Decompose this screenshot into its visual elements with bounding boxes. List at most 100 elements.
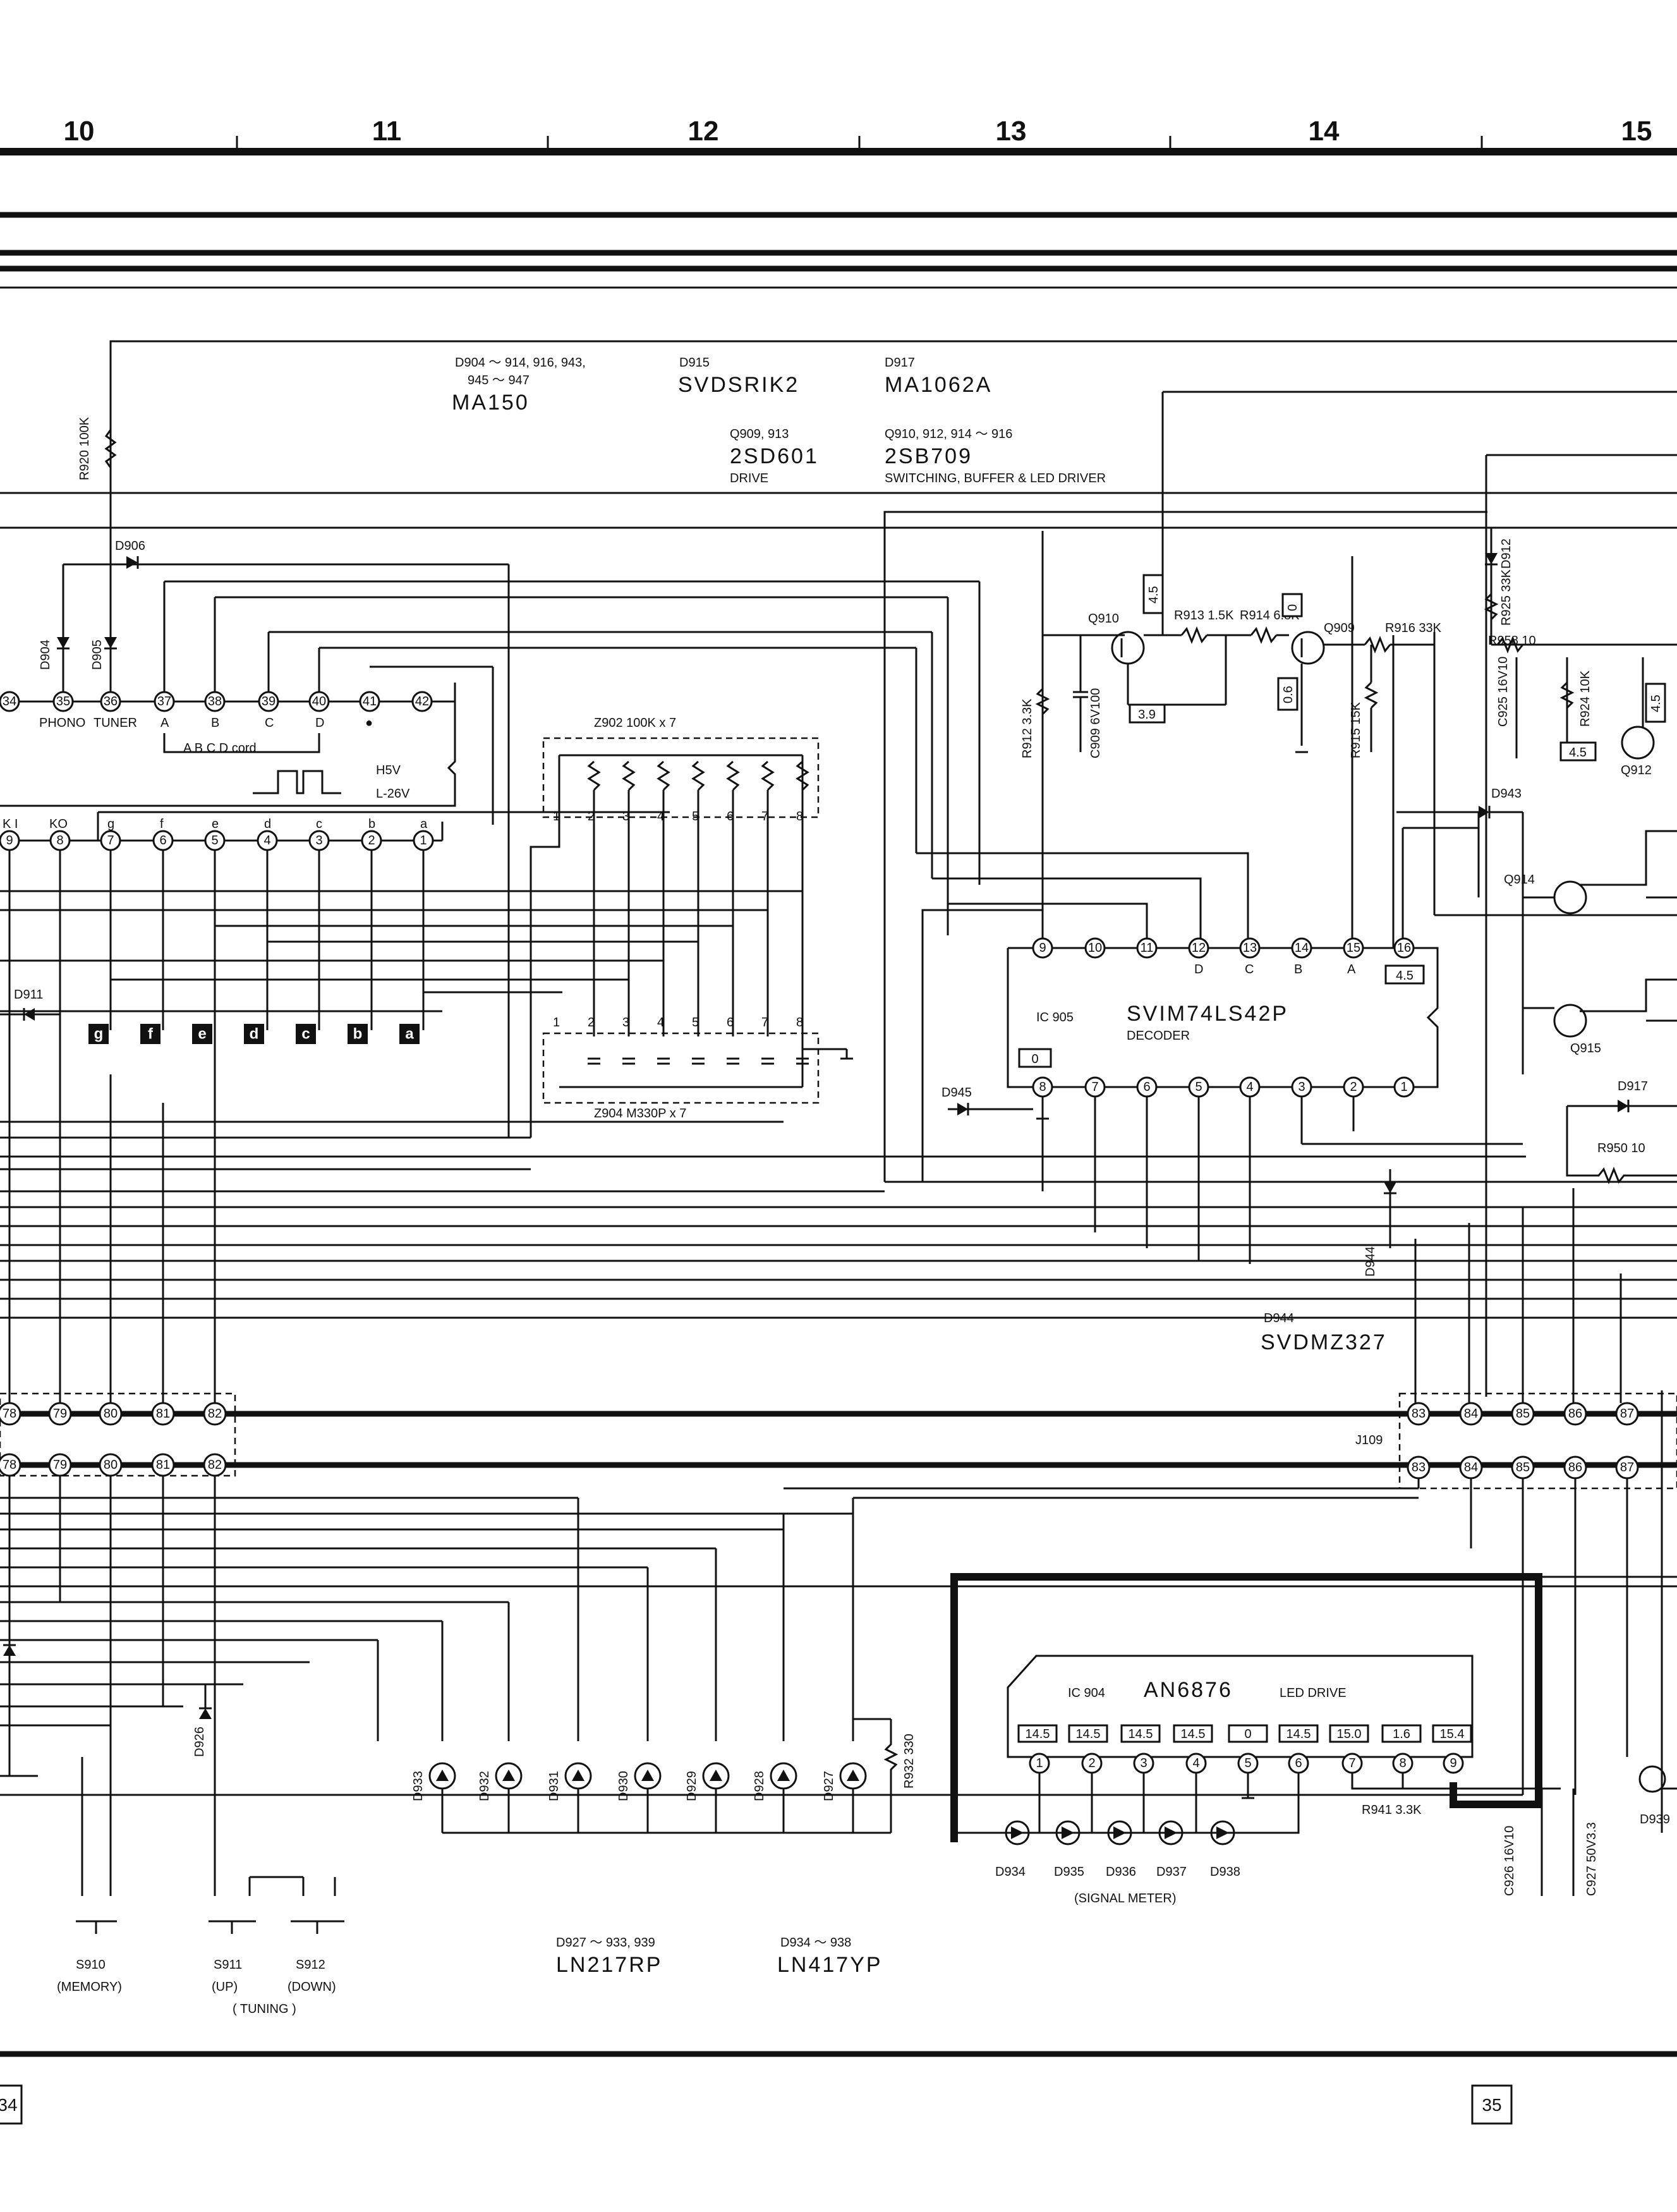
label-c: C bbox=[265, 716, 274, 730]
page-number-left: 34 bbox=[0, 2095, 18, 2115]
s912-ref: S912 bbox=[296, 1958, 325, 1972]
s910-fn: (MEMORY) bbox=[57, 1980, 122, 1994]
z902-pin-8: 8 bbox=[796, 810, 803, 823]
legend-q910-refs: Q910, 912, 914 ～ 916 bbox=[885, 427, 1012, 441]
ic904-pin-3: 3 bbox=[1140, 1756, 1147, 1770]
d938-label: D938 bbox=[1210, 1865, 1240, 1879]
z904-label: Z904 M330P x 7 bbox=[594, 1107, 686, 1121]
switch-s911: S911 (UP) bbox=[209, 1795, 256, 1994]
grid-ruler: 10 11 12 13 14 15 bbox=[0, 116, 1677, 155]
ic905-pin-9: 9 bbox=[1039, 941, 1046, 955]
ic904-v8: 1.6 bbox=[1393, 1727, 1410, 1741]
segment-row: K I KO g f e d c b a 9 8 7 6 5 4 3 2 1 bbox=[0, 811, 802, 1403]
j109-top-79: 79 bbox=[53, 1407, 67, 1421]
seg-pin-9: 9 bbox=[6, 834, 13, 848]
d926-label: D926 bbox=[193, 1727, 207, 1757]
legend-q909-part: 2SD601 bbox=[730, 444, 819, 468]
legend-d915-part: SVDSRIK2 bbox=[678, 373, 799, 397]
switch-s910: S910 (MEMORY) bbox=[57, 1725, 122, 1994]
ic904-function: LED DRIVE bbox=[1280, 1686, 1347, 1700]
led-d929: D929 bbox=[685, 1762, 730, 1833]
j109r-bot-84: 84 bbox=[1464, 1461, 1478, 1474]
v45a: 4.5 bbox=[1147, 586, 1161, 604]
d912-label: D912 bbox=[1499, 538, 1513, 569]
d939-label: D939 bbox=[1640, 1813, 1670, 1826]
label-dot: ● bbox=[365, 716, 373, 730]
pin-37: 37 bbox=[157, 695, 171, 708]
pin-34: 34 bbox=[3, 695, 16, 708]
pin-38: 38 bbox=[208, 695, 222, 708]
r950-label: R950 10 bbox=[1597, 1141, 1645, 1155]
legend-d915-refs: D915 bbox=[679, 356, 710, 370]
ic904-v7: 15.0 bbox=[1337, 1727, 1362, 1741]
z904-capacitors bbox=[588, 1057, 809, 1065]
z904-pin-6: 6 bbox=[727, 1016, 734, 1030]
label-seg-d: d bbox=[264, 817, 271, 831]
z904-pin-3: 3 bbox=[622, 1016, 629, 1030]
legend-d904-refs: D904 ～ 914, 916, 943, bbox=[455, 356, 586, 370]
legend-q910-part: 2SB709 bbox=[885, 444, 972, 468]
led-d930: D930 bbox=[617, 1762, 662, 1833]
ic905-pin-4: 4 bbox=[1246, 1080, 1253, 1094]
label-seg-f: f bbox=[160, 817, 164, 831]
legend-d944-part: SVDMZ327 bbox=[1261, 1330, 1387, 1354]
legend-d927-refs: D927 ～ 933, 939 bbox=[556, 1936, 655, 1950]
j109-label: J109 bbox=[1355, 1433, 1383, 1447]
j109r-bot-87: 87 bbox=[1620, 1461, 1634, 1474]
r941-label: R941 3.3K bbox=[1362, 1803, 1422, 1817]
z902-pin-4: 4 bbox=[657, 810, 664, 823]
d905-label: D905 bbox=[90, 640, 104, 670]
led-d933: D933 bbox=[411, 1762, 456, 1833]
seg-pin-2: 2 bbox=[368, 834, 375, 848]
parts-legend: D904 ～ 914, 916, 943, 945 ～ 947 MA150 D9… bbox=[452, 356, 1387, 1977]
ic905-pin-12: 12 bbox=[1192, 941, 1206, 955]
ic904-v1: 14.5 bbox=[1026, 1727, 1050, 1741]
d936-label: D936 bbox=[1106, 1865, 1136, 1879]
z904: Z904 M330P x 7 1 2 3 4 5 6 7 8 bbox=[542, 1016, 853, 1121]
right-column: D912 R925 33K R958 10 C925 16V10 R924 10… bbox=[1302, 528, 1677, 1277]
z902-pin-2: 2 bbox=[588, 810, 595, 823]
ic905-pin-1: 1 bbox=[1400, 1080, 1407, 1094]
z904-pin-8: 8 bbox=[796, 1016, 803, 1030]
legend-d904-part: MA150 bbox=[452, 391, 530, 415]
r916-label: R916 33K bbox=[1385, 621, 1442, 635]
ic905-function: DECODER bbox=[1127, 1029, 1190, 1043]
ic905-pin-13: 13 bbox=[1243, 941, 1257, 955]
label-seg-e: e bbox=[212, 817, 219, 831]
v39: 3.9 bbox=[1138, 708, 1156, 722]
pin-36: 36 bbox=[104, 695, 118, 708]
legend-q910-role: SWITCHING, BUFFER & LED DRIVER bbox=[885, 471, 1106, 485]
d929-label: D929 bbox=[685, 1771, 699, 1801]
ic905-pin-11: 11 bbox=[1141, 941, 1154, 955]
signal-meter: D934 D935 D936 D937 D938 (SIGNAL METER) bbox=[995, 1773, 1240, 1905]
input-diodes: R920 100K D906 D904 D905 bbox=[39, 416, 145, 670]
legend-d917-part: MA1062A bbox=[885, 373, 992, 397]
bottom-frame: 34 35 bbox=[0, 2051, 1677, 2125]
z904-pin-4: 4 bbox=[657, 1016, 664, 1030]
r920-label: R920 100K bbox=[78, 416, 92, 480]
seg-pin-4: 4 bbox=[263, 834, 270, 848]
grid-col-10: 10 bbox=[64, 116, 95, 147]
ic905-v8: 0 bbox=[1031, 1052, 1038, 1066]
tuning-group-label: ( TUNING ) bbox=[233, 2002, 296, 2016]
q909-label: Q909 bbox=[1324, 621, 1355, 635]
legend-q909-role: DRIVE bbox=[730, 471, 768, 485]
grid-col-13: 13 bbox=[996, 116, 1027, 147]
c925-label: C925 16V10 bbox=[1496, 657, 1510, 727]
seg-pin-3: 3 bbox=[315, 834, 322, 848]
j109r-top-83: 83 bbox=[1412, 1407, 1426, 1421]
q914-label: Q914 bbox=[1504, 873, 1535, 887]
page-number-right: 35 bbox=[1482, 2095, 1501, 2115]
pin-42: 42 bbox=[415, 695, 429, 708]
s911-ref: S911 bbox=[214, 1958, 242, 1972]
legend-d917-refs: D917 bbox=[885, 356, 915, 370]
ic905-in-a: A bbox=[1347, 963, 1356, 976]
z904-pin-1: 1 bbox=[553, 1016, 560, 1030]
ic904-v4: 14.5 bbox=[1181, 1727, 1206, 1741]
d917-label: D917 bbox=[1618, 1079, 1648, 1093]
legend-d927-part: LN217RP bbox=[556, 1953, 662, 1977]
led-d927: D927 bbox=[822, 1762, 867, 1833]
z902: Z902 100K x 7 1 2 3 4 5 6 7 8 bbox=[530, 716, 820, 1138]
j109r-top-85: 85 bbox=[1516, 1407, 1530, 1421]
j109r-bot-85: 85 bbox=[1516, 1461, 1530, 1474]
